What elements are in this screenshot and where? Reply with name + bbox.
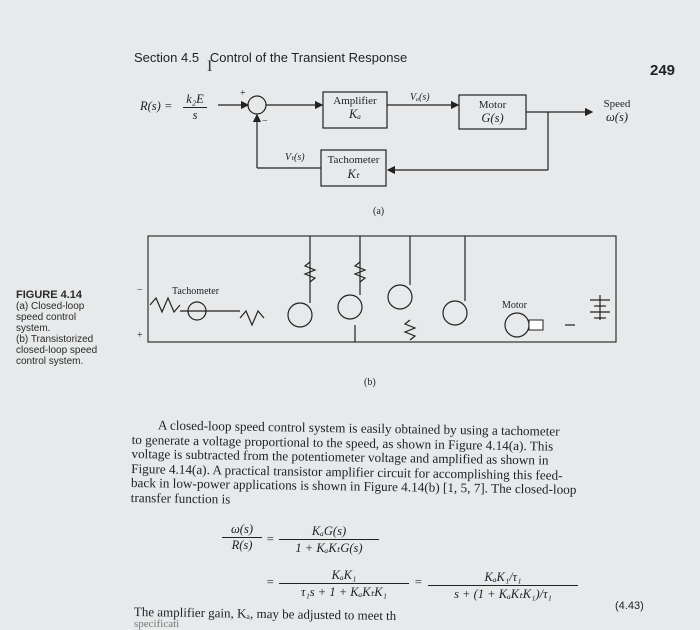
section-title: Control of the Transient Response — [209, 50, 408, 65]
amplifier-label: Amplifier Kₐ — [333, 95, 377, 121]
eq-lhs: ω(s) R(s) — [222, 522, 262, 553]
bottom-cut-line: specificati — [134, 618, 180, 630]
circuit-motor-label: Motor — [502, 300, 527, 311]
input-fraction: k₂E s — [183, 92, 207, 123]
eq-equals-2: = — [266, 575, 275, 589]
speed-label: Speed ω(s) — [603, 98, 631, 124]
vt-label: Vₜ(s) — [285, 152, 305, 163]
eq-rhs3: KₐK₁/τ₁ s + (1 + KₐKₜK₁)/τ₁ — [428, 570, 578, 602]
sum-plus: + — [240, 88, 246, 99]
amplifier-block — [322, 91, 388, 129]
caption-b: (b) — [364, 377, 376, 388]
section-number: Section 4.5 — [134, 50, 200, 65]
page-number: 249 — [650, 62, 676, 79]
tachometer-label: Tachometer Kₜ — [327, 154, 380, 181]
summing-junction — [247, 95, 267, 115]
eq-rhs2: KₐK₁ τ₁s + 1 + KₐKₜK₁ — [279, 568, 409, 600]
va-label: Vₐ(s) — [410, 92, 430, 103]
transistor-2-icon — [337, 294, 363, 320]
circuit-plus: + — [137, 330, 143, 341]
transistor-3-icon — [387, 284, 413, 310]
equation-number: (4.43) — [615, 600, 644, 612]
figure-caption: FIGURE 4.14 (a) Closed-loop speed contro… — [16, 289, 98, 368]
caption-a: (a) — [373, 206, 385, 217]
eq-equals-3: = — [414, 575, 423, 589]
transistor-4-icon — [442, 300, 468, 326]
body-paragraph: A closed-loop speed control system is ea… — [130, 417, 577, 507]
sum-minus: − — [262, 116, 268, 127]
text-cursor-icon: I — [207, 58, 213, 75]
circuit-tachometer-label: Tachometer — [172, 286, 220, 297]
circuit-minus: − — [137, 285, 143, 296]
motor-label: Motor G(s) — [478, 99, 507, 125]
eq-equals-1: = — [266, 532, 275, 546]
eq-rhs1: KₐG(s) 1 + KₐKₜG(s) — [279, 524, 379, 556]
input-label: R(s) = — [140, 99, 173, 113]
motor-symbol — [504, 312, 530, 338]
section-header: Section 4.5 Control of the Transient Res… — [134, 50, 407, 65]
transistor-1-icon — [287, 302, 313, 328]
